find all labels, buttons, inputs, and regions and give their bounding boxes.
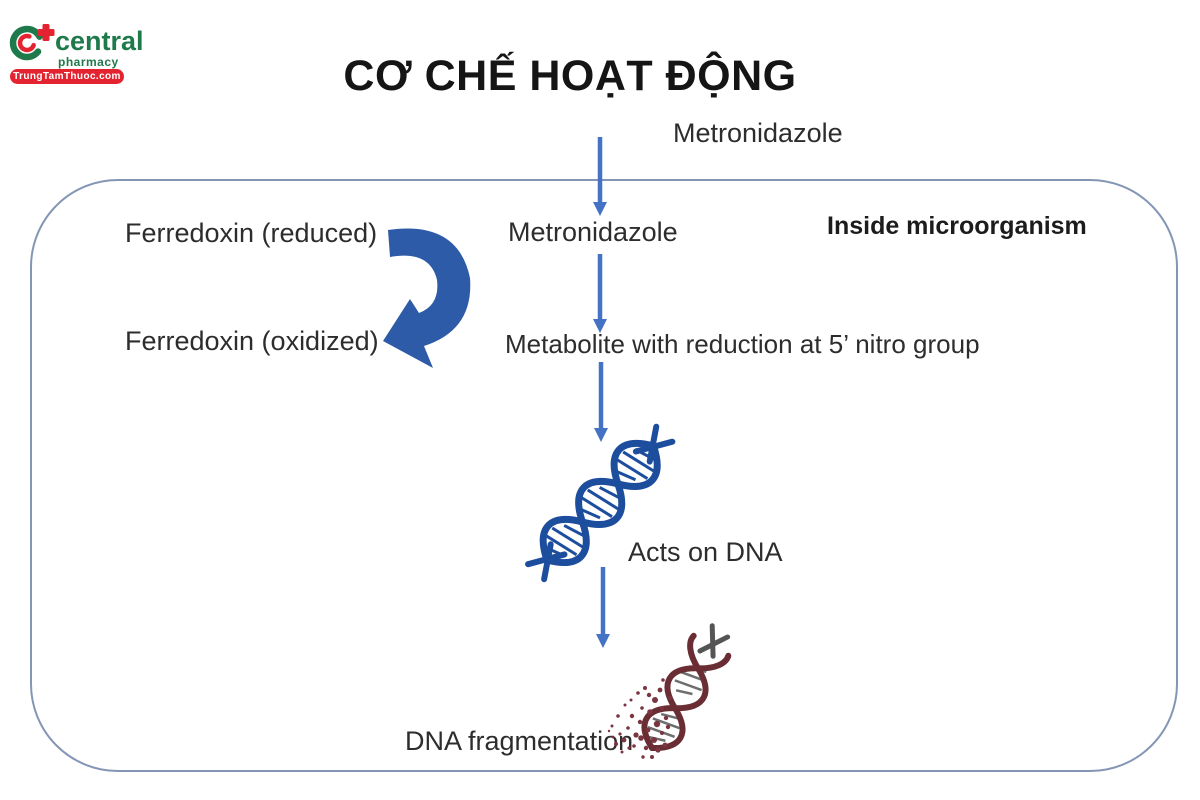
acts-on-dna-label: Acts on DNA <box>628 537 783 567</box>
inside-microorganism-label: Inside microorganism <box>827 212 1087 240</box>
ferredoxin-oxidized-label: Ferredoxin (oxidized) <box>125 326 379 356</box>
logo-subtitle-text: pharmacy <box>58 55 119 69</box>
metronidazole-outside-label: Metronidazole <box>673 118 843 148</box>
logo-banner: TrungTamThuoc.com <box>10 69 124 84</box>
page-title: CƠ CHẾ HOẠT ĐỘNG <box>343 52 797 100</box>
dna-fragmentation-label: DNA fragmentation <box>405 726 634 756</box>
logo-c-icon <box>9 24 55 61</box>
plus-icon <box>37 24 55 41</box>
central-pharmacy-logo: central pharmacy TrungTamThuoc.com <box>8 18 144 88</box>
metronidazole-inside-label: Metronidazole <box>508 217 678 247</box>
microorganism-boundary <box>30 179 1178 772</box>
metabolite-label: Metabolite with reduction at 5’ nitro gr… <box>505 329 980 359</box>
ferredoxin-reduced-label: Ferredoxin (reduced) <box>125 218 378 248</box>
logo-brand-text: central <box>55 26 144 56</box>
